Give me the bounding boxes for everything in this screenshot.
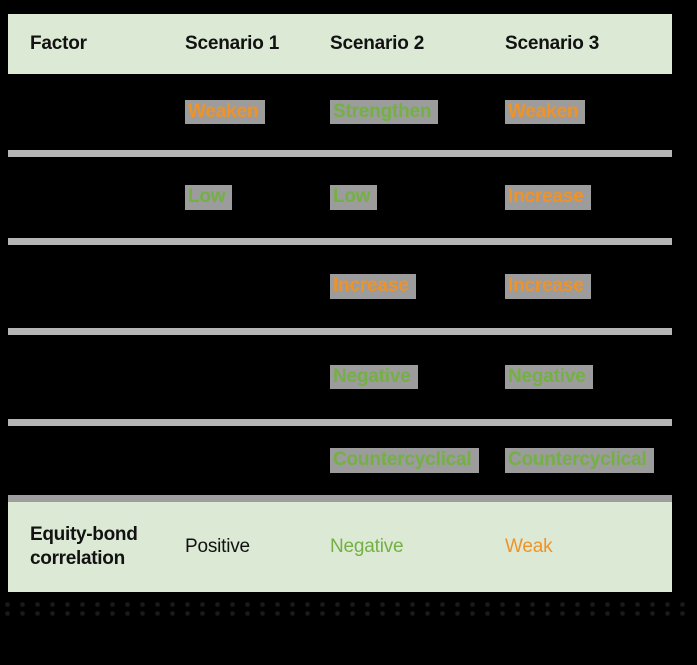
cell-value: Increase [330,274,416,299]
table-row: Countercyclical Countercyclical [8,426,672,495]
table-row: Low Low Increase [8,157,672,238]
row-divider [8,150,672,157]
faint-footer-texture [0,600,690,618]
summary-factor-label: Equity-bond correlation [30,524,138,569]
table-row: Negative Negative [8,335,672,419]
cell-value: Negative [505,364,593,390]
summary-row: Equity-bond correlation Positive Negativ… [8,502,672,592]
column-header-scenario-2: Scenario 2 [330,33,425,54]
column-header-scenario-1: Scenario 1 [185,33,280,54]
table-header-row: Factor Scenario 1 Scenario 2 Scenario 3 [8,14,672,74]
table-row: Weaken Strengthen Weaken [8,74,672,150]
cell-value: Low [330,185,378,210]
summary-cell-value: Negative [330,536,404,557]
row-divider [8,419,672,426]
cell-value: Increase [505,185,591,210]
cell-value: Weaken [505,99,586,125]
row-divider [8,328,672,335]
column-header-factor: Factor [30,33,87,54]
summary-cell-value: Positive [185,536,250,557]
summary-cell-value: Weak [505,536,553,557]
scenario-table: Factor Scenario 1 Scenario 2 Scenario 3 … [8,14,672,592]
cell-value: Negative [330,364,418,390]
cell-value: Weaken [185,99,266,125]
row-divider [8,495,672,502]
column-header-scenario-3: Scenario 3 [505,33,600,54]
cell-value: Countercyclical [505,448,654,473]
table-row: Increase Increase [8,245,672,328]
cell-value: Strengthen [330,99,439,125]
row-divider [8,238,672,245]
cell-value: Increase [505,274,591,299]
cell-value: Countercyclical [330,448,479,473]
cell-value: Low [185,185,233,210]
